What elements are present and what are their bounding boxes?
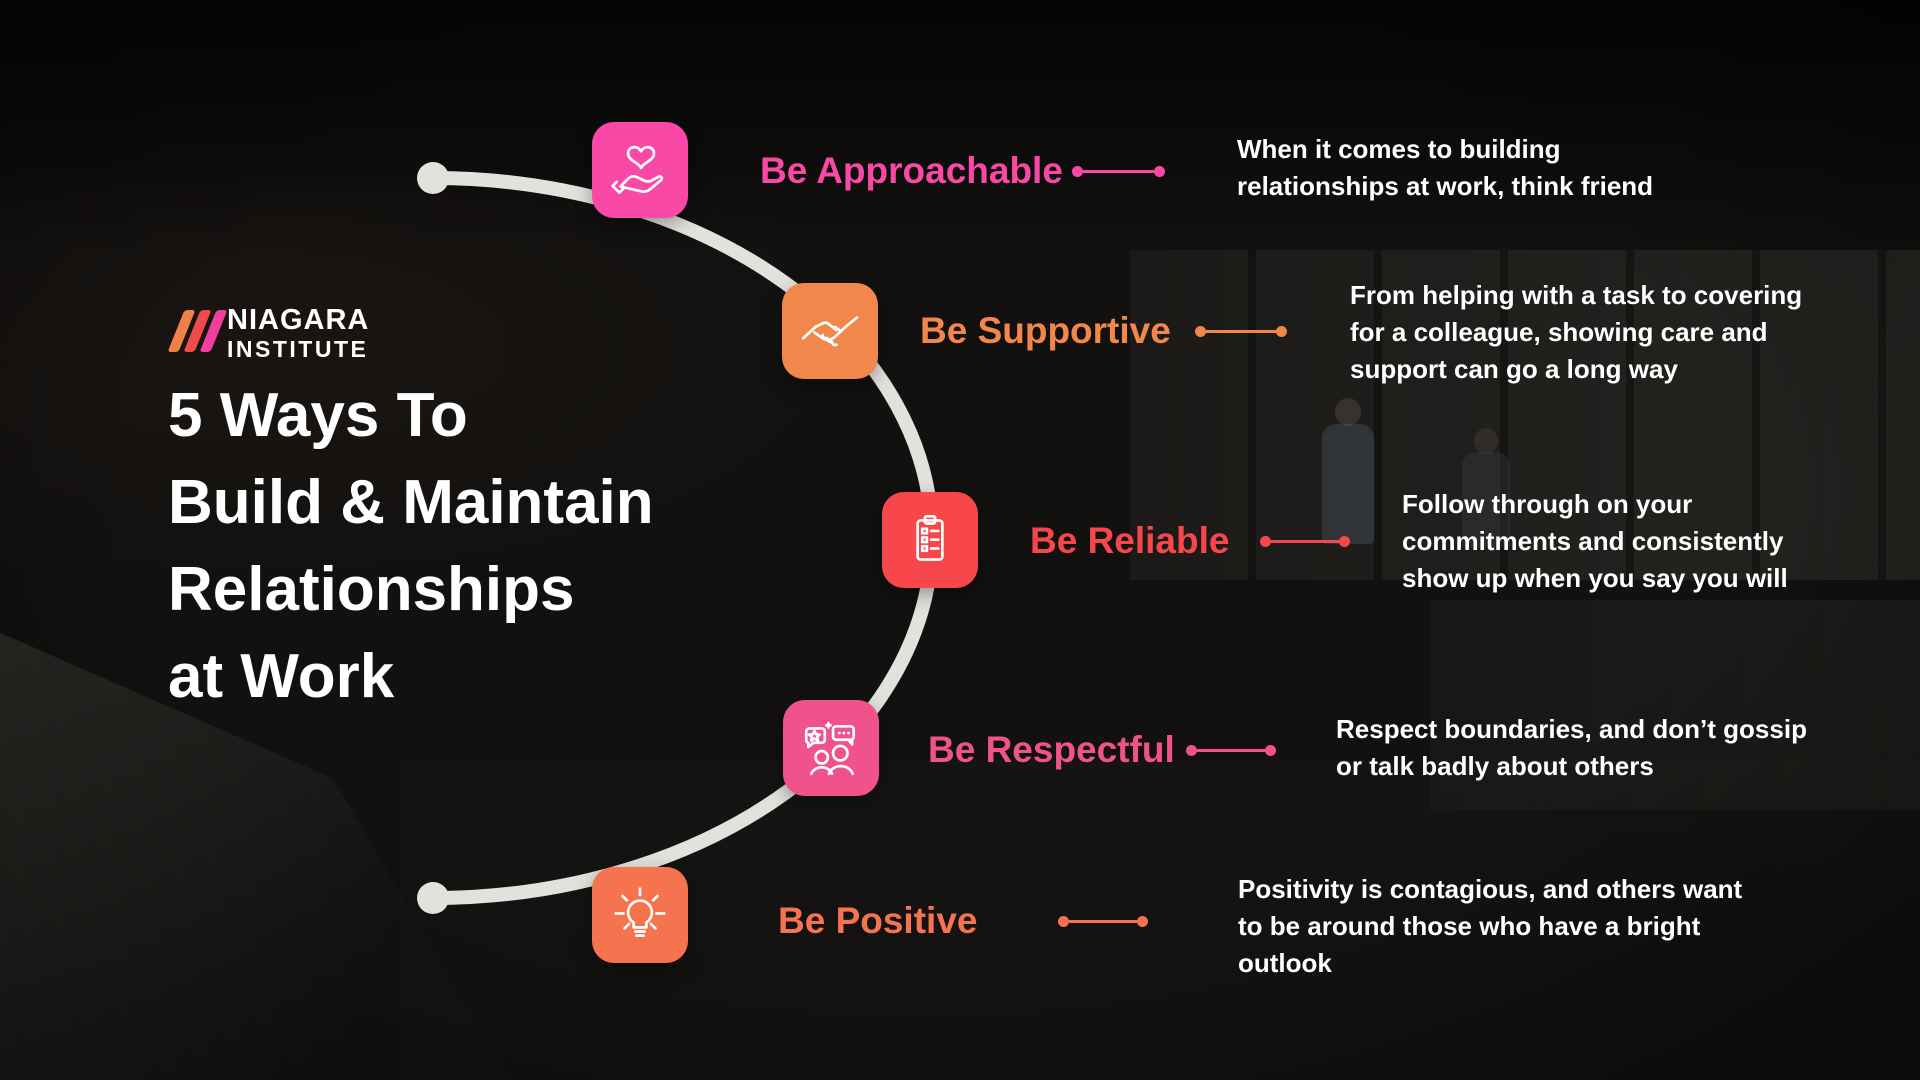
step-icon-tile-approachable: [592, 122, 688, 218]
step-icon-tile-reliable: [882, 492, 978, 588]
step-description-supportive: From helping with a task to covering for…: [1350, 280, 1803, 384]
silhouette-head: [1335, 398, 1361, 426]
background-person-silhouette: [1462, 428, 1510, 548]
connector-line: [1271, 539, 1339, 543]
connector-dot: [1265, 744, 1276, 756]
step-description-respectful: Respect boundaries, and don’t gossip or …: [1336, 714, 1807, 781]
connector-dot: [1260, 535, 1271, 547]
connector-dot: [1072, 165, 1083, 177]
logo-slashes-icon: [167, 310, 228, 352]
people-chat-icon: [804, 721, 856, 776]
connector-line: [1206, 329, 1276, 333]
lightbulb-icon: [614, 887, 666, 937]
arc-start-dot: [417, 162, 449, 194]
step-icon-tile-supportive: [782, 283, 878, 379]
step-description-approachable: When it comes to building relationships …: [1237, 134, 1654, 201]
handshake-icon: [801, 316, 859, 347]
step-icon-tile-respectful: [783, 700, 879, 796]
step-label-approachable: Be Approachable: [760, 150, 1063, 191]
connector-line: [1069, 919, 1137, 923]
clipboard-checklist-icon: [916, 514, 944, 561]
hand-heart-icon: [611, 145, 664, 195]
connector-dot: [1058, 915, 1069, 927]
connector-dot: [1276, 325, 1287, 337]
connector-dot: [1154, 165, 1165, 177]
step-label-supportive: Be Supportive: [920, 310, 1171, 351]
logo-text: NIAGARA INSTITUTE: [227, 306, 369, 361]
connector-supportive: [1195, 325, 1287, 337]
page-title: 5 Ways To Build & Maintain Relationships…: [168, 381, 654, 711]
silhouette-torso: [1462, 452, 1510, 548]
connector-dot: [1195, 325, 1206, 337]
step-icon-tile-positive: [592, 867, 688, 963]
connector-positive: [1058, 915, 1148, 927]
niagara-institute-logo: NIAGARA INSTITUTE: [167, 306, 369, 361]
connector-dot: [1339, 535, 1350, 547]
arc-end-dot: [417, 882, 449, 914]
step-description-positive: Positivity is contagious, and others wan…: [1238, 874, 1743, 978]
silhouette-head: [1474, 428, 1498, 454]
connector-respectful: [1186, 744, 1276, 756]
connector-line: [1197, 748, 1265, 752]
logo-name-line2: INSTITUTE: [227, 336, 369, 362]
connector-dot: [1186, 744, 1197, 756]
connector-dot: [1137, 915, 1148, 927]
connector-approachable: [1072, 165, 1165, 177]
step-description-reliable: Follow through on your commitments and c…: [1402, 489, 1788, 593]
step-label-positive: Be Positive: [778, 900, 978, 941]
logo-name-line1: NIAGARA: [227, 304, 370, 336]
silhouette-torso: [1322, 424, 1374, 544]
connector-reliable: [1260, 535, 1350, 547]
connector-line: [1083, 169, 1154, 173]
step-label-respectful: Be Respectful: [928, 729, 1175, 770]
background-person-silhouette: [1322, 398, 1374, 548]
step-label-reliable: Be Reliable: [1030, 520, 1230, 561]
